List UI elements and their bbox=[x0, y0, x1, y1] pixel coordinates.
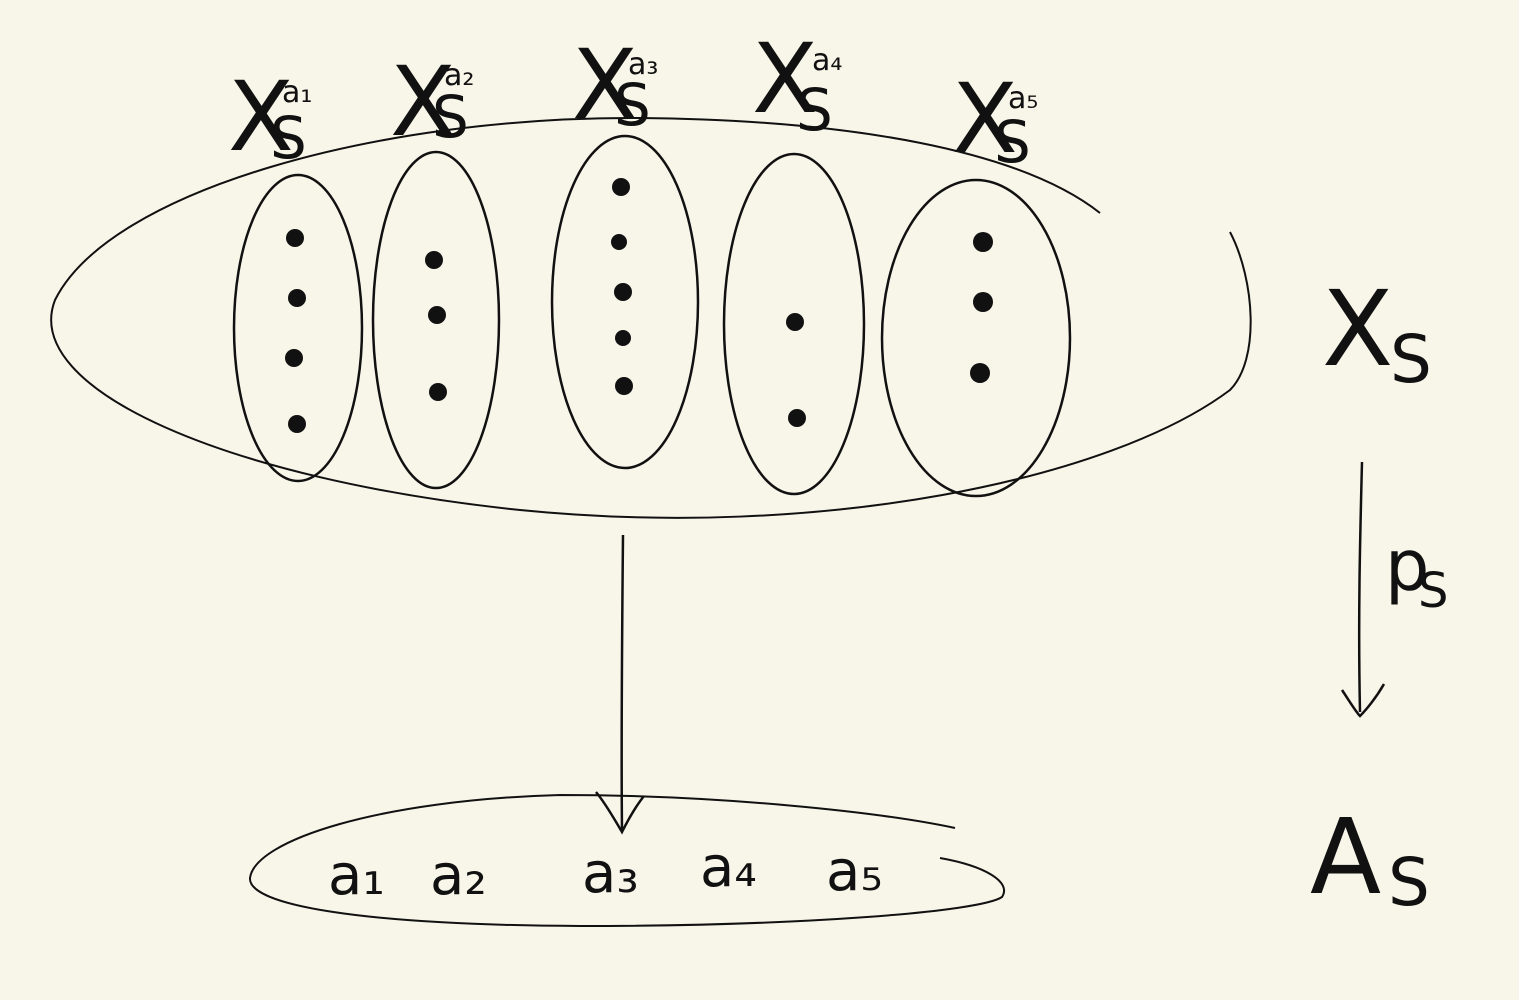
fiber-label-base: X bbox=[752, 23, 818, 135]
fiber-point bbox=[286, 229, 304, 247]
fiber-point bbox=[288, 289, 306, 307]
base-point-label: a₅ bbox=[826, 839, 883, 904]
fiber-label: X S a₂ bbox=[390, 46, 474, 158]
base-point-label: a₃ bbox=[582, 841, 639, 906]
fiber-label: X S a₁ bbox=[228, 61, 312, 173]
fiber-points bbox=[285, 178, 993, 433]
fiber-point bbox=[611, 234, 627, 250]
total-space-label-sub: S bbox=[1390, 321, 1432, 398]
fiber-point bbox=[285, 349, 303, 367]
fiber-label-base: X bbox=[228, 61, 294, 173]
fiber-label-sup: a₂ bbox=[444, 58, 474, 93]
fiber-label-sub: S bbox=[994, 108, 1031, 176]
fiber-point bbox=[615, 330, 631, 346]
fiber-label-sub: S bbox=[432, 83, 469, 151]
fiber-label-sup: a₄ bbox=[812, 43, 842, 78]
fiber-label-base: X bbox=[952, 63, 1018, 175]
map-label-sub: S bbox=[1418, 563, 1448, 619]
base-space-label-sub: S bbox=[1388, 844, 1430, 921]
fiber-point bbox=[973, 292, 993, 312]
fiber-label: X S a₅ bbox=[952, 63, 1038, 176]
fiber-point bbox=[288, 415, 306, 433]
fiber-point bbox=[425, 251, 443, 269]
fiber-point bbox=[615, 377, 633, 395]
fiber-label-sub: S bbox=[614, 71, 651, 139]
fiber-label-sup: a₁ bbox=[282, 75, 312, 110]
fiber-point bbox=[612, 178, 630, 196]
fiber-ellipse bbox=[722, 152, 866, 496]
map-label: p S bbox=[1385, 525, 1448, 619]
fiber-point bbox=[786, 313, 804, 331]
fiber-ellipse bbox=[232, 173, 364, 483]
fiber-point bbox=[970, 363, 990, 383]
fiber-ellipse bbox=[371, 150, 501, 490]
fiber-point bbox=[429, 383, 447, 401]
fiber-ellipse bbox=[550, 134, 700, 470]
fiber-label-base: X bbox=[572, 29, 638, 141]
fiber-label-base: X bbox=[390, 46, 456, 158]
fiber-point bbox=[428, 306, 446, 324]
fiber-label-sup: a₃ bbox=[628, 47, 658, 82]
base-space-label-base: A bbox=[1310, 796, 1381, 918]
total-space-ellipse bbox=[50, 116, 1252, 519]
base-space-label: A S bbox=[1310, 796, 1430, 921]
central-arrow-line bbox=[620, 534, 625, 831]
central-arrow-head bbox=[595, 791, 645, 835]
fiber-ellipse bbox=[880, 178, 1072, 498]
fiber-point bbox=[788, 409, 806, 427]
base-point-label: a₁ bbox=[328, 843, 385, 908]
base-point-label: a₂ bbox=[430, 843, 487, 908]
projection-arrow-head bbox=[1340, 683, 1386, 718]
projection-arrow-line bbox=[1357, 461, 1364, 713]
fiber-label-sup: a₅ bbox=[1008, 81, 1038, 116]
total-space-label-base: X bbox=[1322, 268, 1393, 390]
fiber-point bbox=[614, 283, 632, 301]
fiber-label: X S a₄ bbox=[752, 23, 842, 144]
fiber-point bbox=[973, 232, 993, 252]
map-label-base: p bbox=[1385, 525, 1429, 607]
fiber-label: X S a₃ bbox=[572, 29, 658, 141]
base-points: a₁ a₂ a₃ a₄ a₅ bbox=[328, 835, 883, 908]
fiber-label-sub: S bbox=[796, 76, 833, 144]
total-space-label: X S bbox=[1322, 268, 1432, 398]
base-point-label: a₄ bbox=[700, 835, 757, 900]
base-space-ellipse bbox=[248, 793, 1005, 928]
fiber-label-sub: S bbox=[270, 104, 307, 172]
